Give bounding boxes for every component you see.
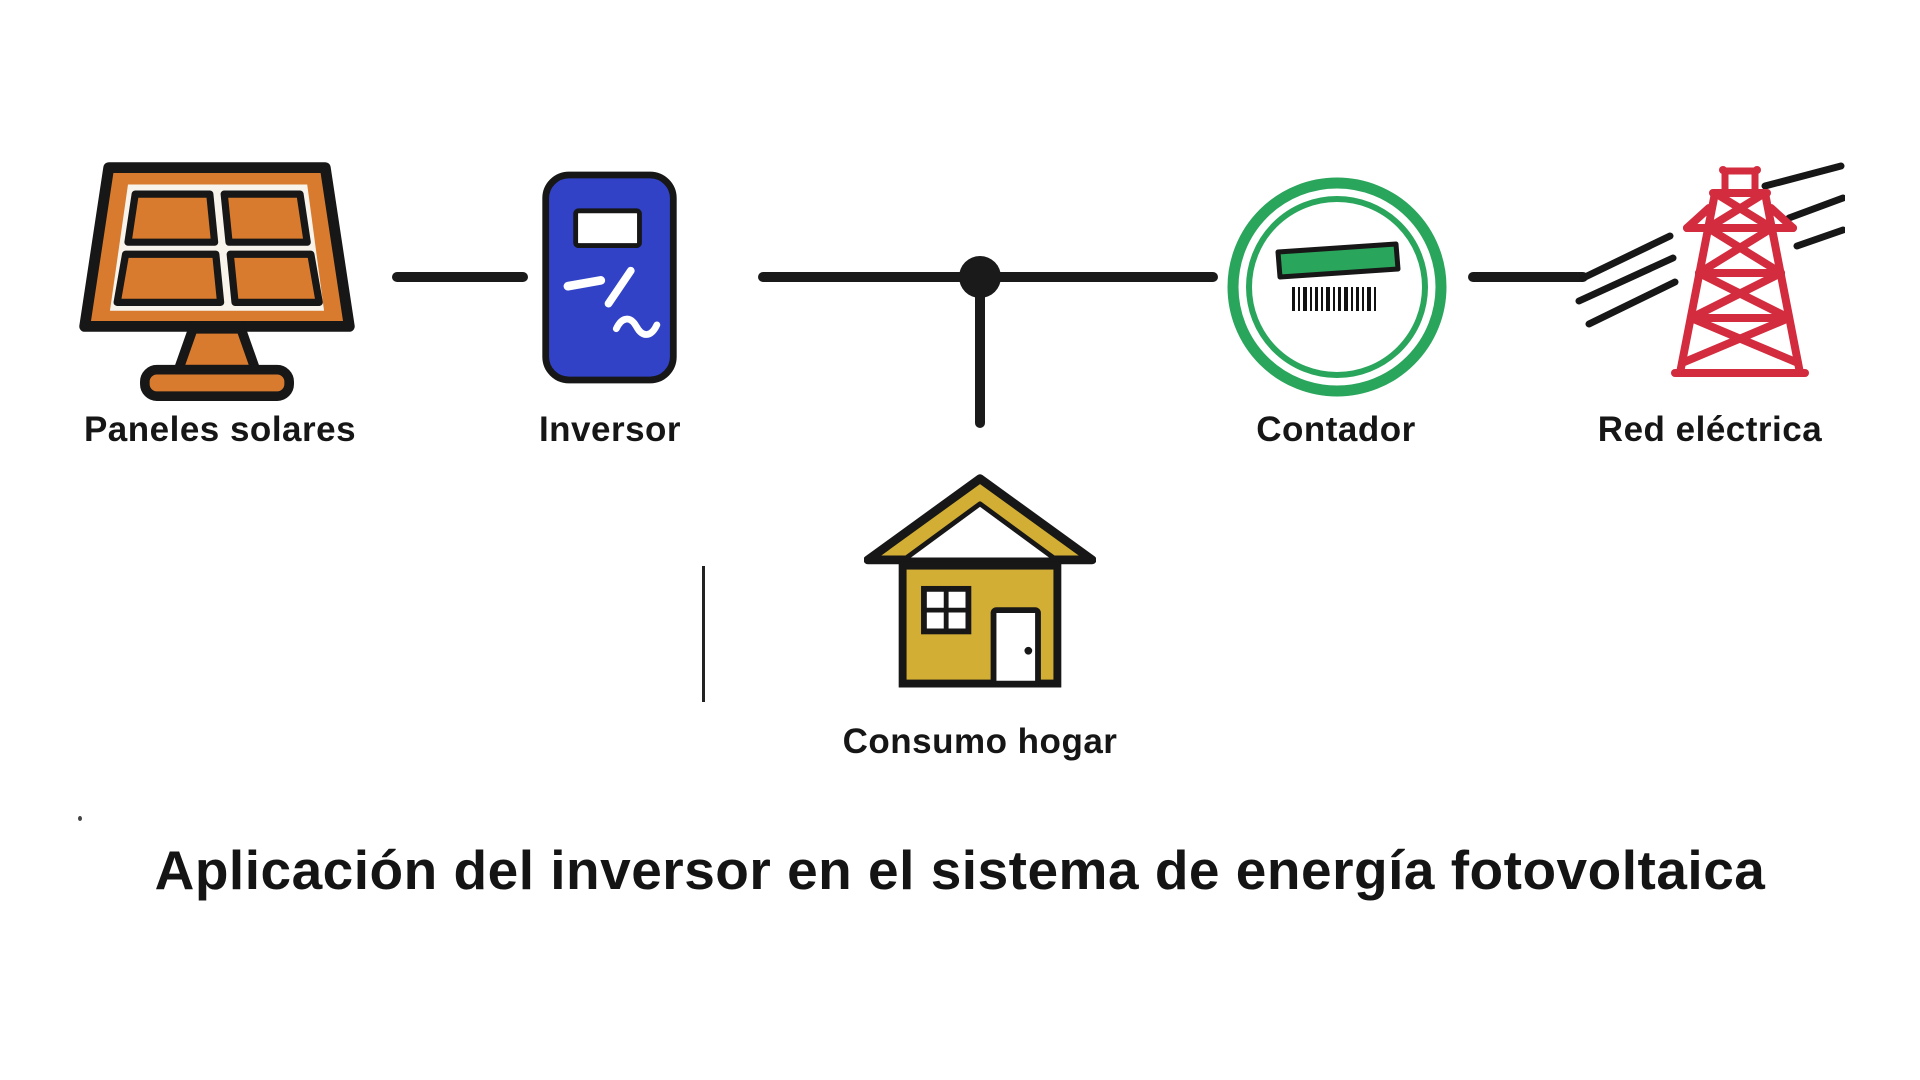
grid-label: Red eléctrica — [1597, 410, 1823, 449]
power-lines — [1575, 162, 1845, 328]
node-solar-panels — [72, 158, 362, 413]
stray-line — [702, 566, 705, 702]
junction-dot — [959, 256, 1001, 298]
diagram-title: Aplicación del inversor en el sistema de… — [154, 839, 1766, 901]
node-inverter — [537, 165, 682, 390]
house-icon — [864, 474, 1096, 688]
energy-meter-icon — [1227, 177, 1447, 397]
connector-junction-to-house — [975, 277, 985, 428]
stray-dot — [78, 816, 82, 821]
inverter-icon — [542, 171, 677, 384]
solar-panels-label: Paneles solares — [83, 410, 357, 449]
connector-meter-to-grid — [1468, 272, 1588, 282]
connector-panel-to-inverter — [392, 272, 528, 282]
node-home — [864, 470, 1096, 700]
power-tower-icon — [1575, 162, 1845, 377]
node-grid — [1575, 158, 1845, 403]
solar-panel-icon — [79, 162, 355, 401]
home-label: Consumo hogar — [842, 722, 1118, 761]
barcode — [1292, 287, 1376, 311]
node-meter — [1222, 172, 1452, 402]
house-door — [990, 607, 1041, 687]
meter-label: Contador — [1256, 410, 1416, 449]
inverter-label: Inversor — [538, 410, 682, 449]
tower-lattice — [1671, 167, 1809, 377]
